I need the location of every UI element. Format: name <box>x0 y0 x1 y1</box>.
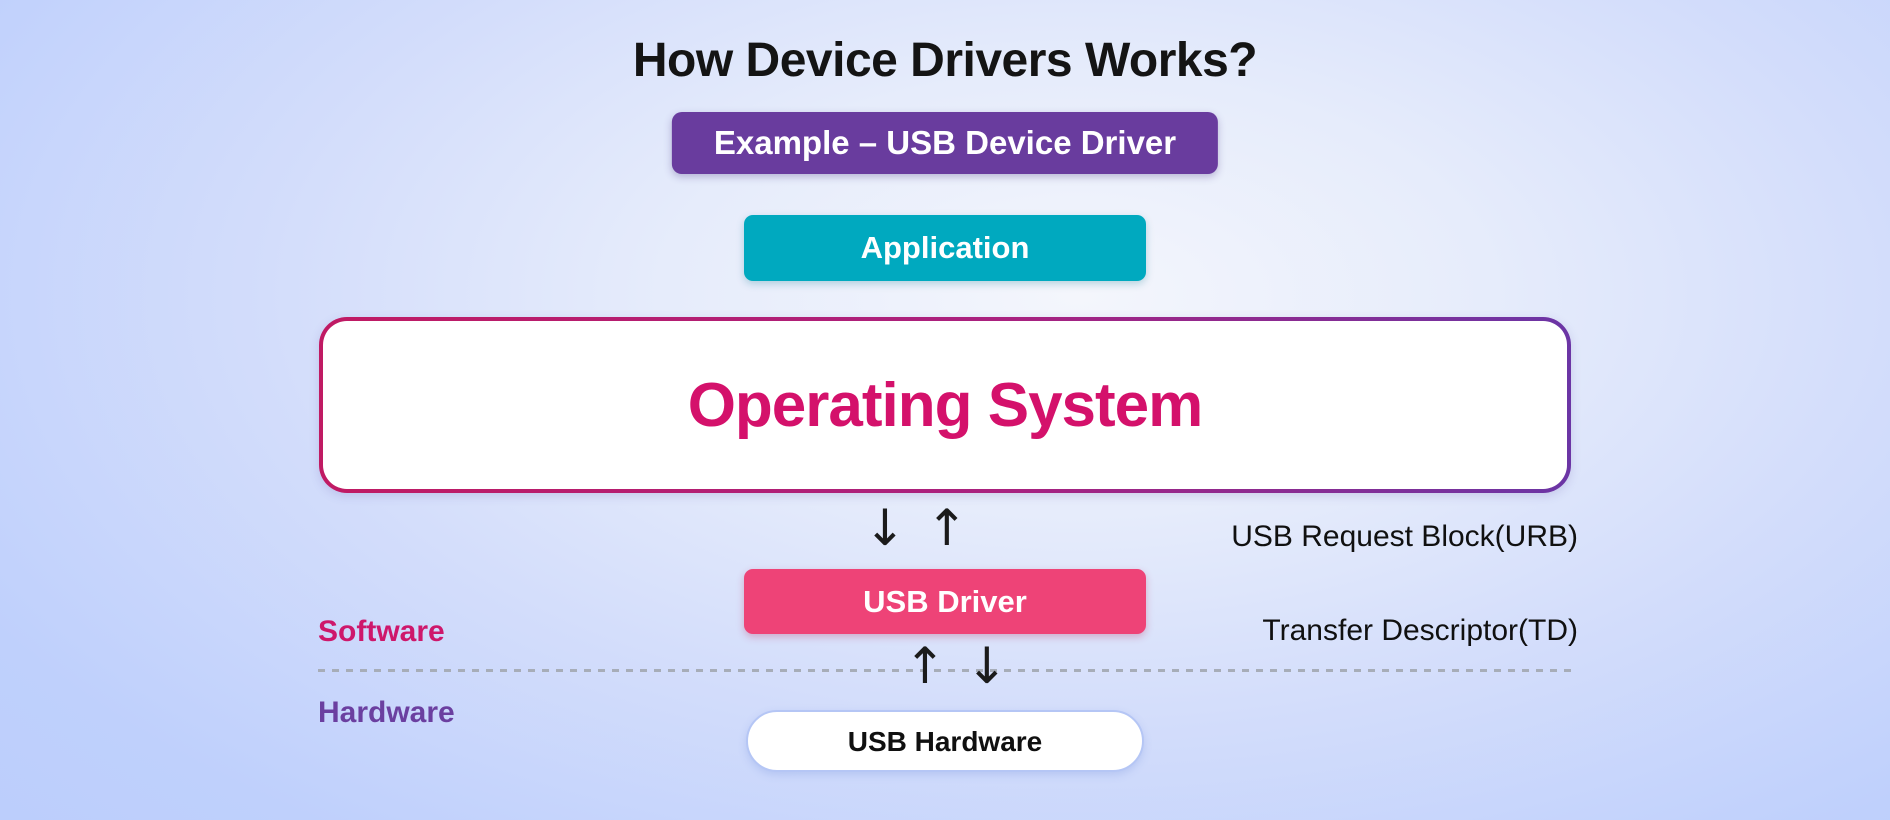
down-arrow-icon: ↓ <box>965 637 1008 695</box>
example-badge: Example – USB Device Driver <box>671 112 1219 174</box>
up-arrow-icon: ↑ <box>904 637 946 695</box>
operating-system-box: Operating System <box>323 321 1567 489</box>
os-to-driver-arrows: ↓ ↑ <box>864 500 968 556</box>
up-arrow-icon: ↑ <box>925 499 968 557</box>
diagram-title: How Device Drivers Works? <box>632 34 1258 87</box>
hardware-layer-label: Hardware <box>318 696 455 729</box>
software-layer-label: Software <box>318 615 445 648</box>
application-node: Application <box>744 215 1146 281</box>
driver-to-hardware-arrows: ↑ ↓ <box>904 638 1008 694</box>
operating-system-label: Operating System <box>687 370 1204 440</box>
down-arrow-icon: ↓ <box>864 499 906 557</box>
td-annotation: Transfer Descriptor(TD) <box>1262 614 1578 647</box>
operating-system-node: Operating System <box>319 317 1571 493</box>
software-hardware-divider <box>318 669 1574 672</box>
usb-hardware-node: USB Hardware <box>746 710 1144 772</box>
usb-driver-node: USB Driver <box>744 569 1146 634</box>
urb-annotation: USB Request Block(URB) <box>1231 520 1578 553</box>
